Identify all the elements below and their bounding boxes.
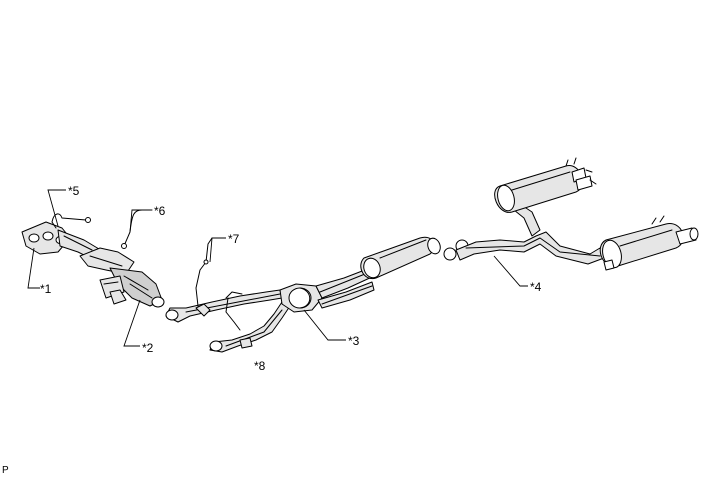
- branch-exhaust-pipe: [209, 291, 291, 353]
- callout-2-label: *2: [142, 341, 154, 355]
- leader-2: [123, 299, 141, 347]
- callout-8-label: *8: [254, 359, 266, 373]
- oxygen-sensor-rear-wire: [121, 209, 153, 249]
- tail-exhaust-pipe: [443, 203, 605, 265]
- leader-4: [493, 255, 528, 287]
- front-catalytic-converter: [79, 247, 165, 308]
- leader-3: [303, 309, 346, 341]
- leader-5: [47, 189, 66, 227]
- sub-muffler: [360, 236, 441, 280]
- front-exhaust-pipe: [165, 289, 283, 323]
- leader-1: [27, 247, 40, 289]
- leader-6: [129, 209, 150, 233]
- callout-4-label: *4: [530, 280, 542, 294]
- center-exhaust-pipe: [279, 267, 375, 313]
- callout-5-label: *5: [68, 184, 80, 198]
- oxygen-sensor-pipe-wire: [195, 237, 223, 307]
- main-muffler-left: [494, 157, 597, 213]
- callout-3-label: *3: [348, 334, 360, 348]
- figure-code: P: [2, 465, 9, 476]
- callout-1-label: *1: [40, 282, 52, 296]
- callout-7-label: *7: [228, 232, 240, 246]
- leader-7: [209, 237, 226, 263]
- oxygen-sensor-front-wire: [51, 213, 91, 229]
- leader-lines: [27, 189, 528, 347]
- callout-6-label: *6: [154, 204, 166, 218]
- main-muffler-right: [599, 215, 699, 271]
